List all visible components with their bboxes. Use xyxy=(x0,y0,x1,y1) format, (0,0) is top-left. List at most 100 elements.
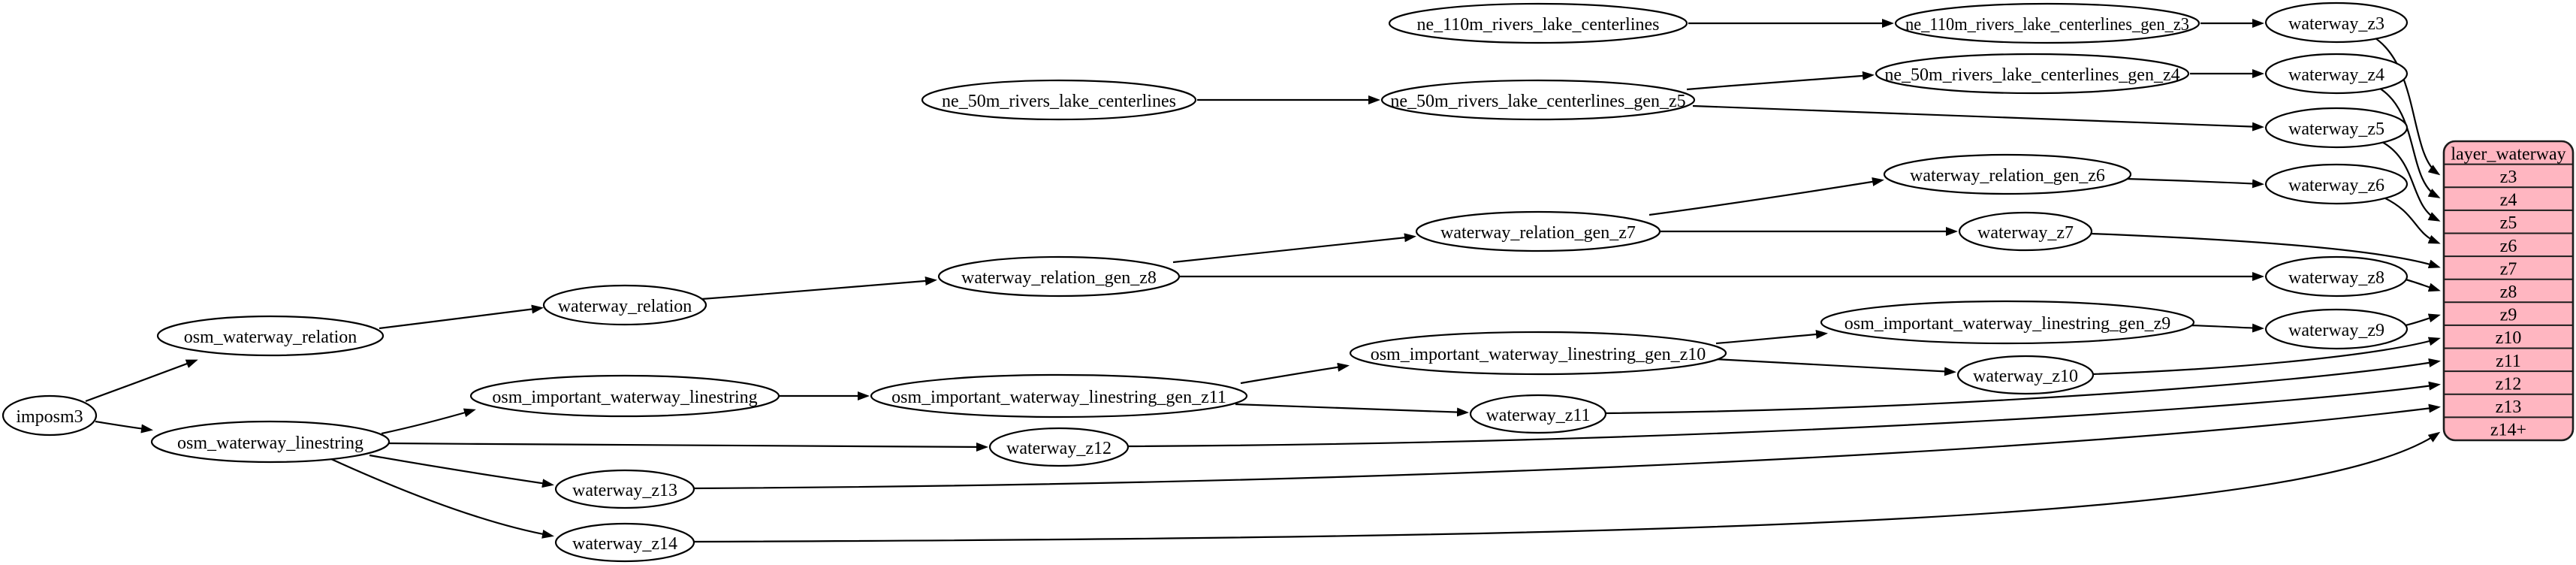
node-ellipse-waterway_z5 xyxy=(2264,107,2409,149)
edge-waterway_z14-to-layer_waterway-z14+ xyxy=(692,431,2441,543)
node-ellipse-osm_waterway_relation xyxy=(156,315,385,357)
node-ne_50m_rivers_lake_centerlines: ne_50m_rivers_lake_centerlines xyxy=(921,79,1197,121)
node-label-ne_110m_rivers_lake_centerlines_gen_z3: ne_110m_rivers_lake_centerlines_gen_z3 xyxy=(1905,15,2189,35)
table-row-z10: z10 xyxy=(2496,328,2522,348)
node-waterway_z5: waterway_z5 xyxy=(2264,107,2409,149)
node-label-waterway_z6: waterway_z6 xyxy=(2288,176,2384,195)
layer-waterway-table: layer_waterwayz3z4z5z6z7z8z9z10z11z12z13… xyxy=(2442,140,2574,442)
node-ellipse-waterway_z12 xyxy=(988,427,1130,467)
edge-waterway_relation_gen_z7-to-waterway_relation_gen_z6 xyxy=(1648,177,1884,216)
node-ellipse-waterway_z10 xyxy=(1956,355,2095,395)
edge-osm_waterway_relation-to-waterway_relation xyxy=(379,304,544,330)
node-label-osm_important_waterway_linestring_gen_z9: osm_important_waterway_linestring_gen_z9 xyxy=(1845,314,2171,334)
node-ellipse-ne_110m_rivers_lake_centerlines_gen_z3 xyxy=(1894,2,2200,44)
node-waterway_z9: waterway_z9 xyxy=(2264,308,2409,350)
edge-imposm3-to-osm_waterway_relation xyxy=(85,359,198,403)
node-ellipse-waterway_relation_gen_z8 xyxy=(937,255,1181,298)
node-waterway_z4: waterway_z4 xyxy=(2264,53,2409,95)
node-waterway_z14: waterway_z14 xyxy=(554,522,695,563)
node-label-ne_50m_rivers_lake_centerlines_gen_z5: ne_50m_rivers_lake_centerlines_gen_z5 xyxy=(1390,92,1685,111)
edge-waterway_z3-to-layer_waterway-z3 xyxy=(2372,36,2441,176)
edge-osm_important_waterway_linestring_gen_z11-to-osm_important_waterway_linestring_gen_z10 xyxy=(1240,362,1350,385)
edge-osm_important_waterway_linestring_gen_z10-to-waterway_z10 xyxy=(1714,358,1956,376)
node-waterway_z10: waterway_z10 xyxy=(1956,355,2095,395)
edge-waterway_z4-to-layer_waterway-z4 xyxy=(2377,86,2441,198)
node-ellipse-waterway_relation xyxy=(542,284,707,326)
edge-waterway_relation-to-waterway_relation_gen_z8 xyxy=(701,276,937,301)
table-row-z9: z9 xyxy=(2500,306,2517,325)
node-ellipse-ne_50m_rivers_lake_centerlines_gen_z5 xyxy=(1380,79,1696,121)
edge-waterway_relation_gen_z6-to-waterway_z6 xyxy=(2125,177,2264,189)
node-osm_waterway_relation: osm_waterway_relation xyxy=(156,315,385,357)
node-label-waterway_z13: waterway_z13 xyxy=(572,481,677,500)
node-ellipse-waterway_z9 xyxy=(2264,308,2409,350)
table-row-z8: z8 xyxy=(2500,282,2517,302)
table-row-z12: z12 xyxy=(2496,374,2522,394)
edge-osm_important_waterway_linestring_gen_z10-to-osm_important_waterway_linestring_gen_z9 xyxy=(1715,330,1828,345)
node-label-waterway_z5: waterway_z5 xyxy=(2288,119,2384,139)
node-waterway_z8: waterway_z8 xyxy=(2264,255,2409,298)
node-waterway_z6: waterway_z6 xyxy=(2264,163,2409,205)
node-label-waterway_z7: waterway_z7 xyxy=(1977,223,2074,243)
node-osm_important_waterway_linestring_gen_z11: osm_important_waterway_linestring_gen_z1… xyxy=(870,373,1248,418)
node-waterway_relation_gen_z6: waterway_relation_gen_z6 xyxy=(1883,153,2132,195)
table-title: layer_waterway xyxy=(2451,144,2565,164)
edge-waterway_z7-to-layer_waterway-z7 xyxy=(2091,232,2441,269)
node-osm_important_waterway_linestring_gen_z10: osm_important_waterway_linestring_gen_z1… xyxy=(1349,331,1727,376)
node-ne_110m_rivers_lake_centerlines_gen_z3: ne_110m_rivers_lake_centerlines_gen_z3 xyxy=(1894,2,2200,44)
node-label-ne_110m_rivers_lake_centerlines: ne_110m_rivers_lake_centerlines xyxy=(1417,15,1660,35)
node-label-osm_important_waterway_linestring: osm_important_waterway_linestring xyxy=(492,388,757,407)
node-ellipse-waterway_z3 xyxy=(2264,2,2409,44)
table-row-z11: z11 xyxy=(2496,352,2521,371)
edge-osm_waterway_linestring-to-waterway_z14 xyxy=(330,458,554,539)
node-label-waterway_z8: waterway_z8 xyxy=(2288,268,2384,288)
node-label-osm_waterway_linestring: osm_waterway_linestring xyxy=(177,434,363,453)
table-row-z4: z4 xyxy=(2500,191,2517,210)
edge-waterway_z5-to-layer_waterway-z5 xyxy=(2380,140,2441,222)
node-osm_waterway_linestring: osm_waterway_linestring xyxy=(150,420,391,464)
node-waterway_relation: waterway_relation xyxy=(542,284,707,326)
node-ellipse-waterway_z4 xyxy=(2264,53,2409,95)
node-label-waterway_z10: waterway_z10 xyxy=(1973,367,2078,386)
edges-layer xyxy=(85,19,2441,543)
node-waterway_z3: waterway_z3 xyxy=(2264,2,2409,44)
edge-osm_waterway_linestring-to-osm_important_waterway_linestring xyxy=(381,408,476,435)
node-label-waterway_relation_gen_z6: waterway_relation_gen_z6 xyxy=(1910,166,2105,186)
node-ellipse-waterway_z8 xyxy=(2264,255,2409,298)
node-ellipse-waterway_z7 xyxy=(1958,211,2093,252)
edge-imposm3-to-osm_waterway_linestring xyxy=(95,420,153,434)
node-ellipse-osm_important_waterway_linestring_gen_z9 xyxy=(1820,300,2195,345)
node-label-osm_waterway_relation: osm_waterway_relation xyxy=(184,328,357,347)
node-osm_important_waterway_linestring_gen_z9: osm_important_waterway_linestring_gen_z9 xyxy=(1820,300,2195,345)
table-row-z3: z3 xyxy=(2500,168,2517,187)
node-label-ne_50m_rivers_lake_centerlines_gen_z4: ne_50m_rivers_lake_centerlines_gen_z4 xyxy=(1884,65,2179,85)
node-ellipse-waterway_relation_gen_z7 xyxy=(1415,210,1661,252)
node-ellipse-ne_110m_rivers_lake_centerlines xyxy=(1388,2,1688,44)
node-label-waterway_z9: waterway_z9 xyxy=(2288,321,2384,340)
table-row-z7: z7 xyxy=(2500,259,2517,279)
table-row-z14+: z14+ xyxy=(2490,421,2526,440)
edge-osm_important_waterway_linestring_gen_z9-to-waterway_z9 xyxy=(2188,323,2264,333)
edge-osm_waterway_linestring-to-waterway_z13 xyxy=(369,454,554,488)
node-label-waterway_z12: waterway_z12 xyxy=(1006,439,1112,458)
node-waterway_relation_gen_z7: waterway_relation_gen_z7 xyxy=(1415,210,1661,252)
node-label-waterway_relation_gen_z8: waterway_relation_gen_z8 xyxy=(961,268,1157,288)
node-ellipse-osm_important_waterway_linestring_gen_z10 xyxy=(1349,331,1727,376)
node-waterway_z13: waterway_z13 xyxy=(554,469,695,509)
edge-ne_50m_rivers_lake_centerlines_gen_z5-to-waterway_z5 xyxy=(1692,104,2264,131)
edge-waterway_z9-to-layer_waterway-z9 xyxy=(2405,313,2441,327)
node-ellipse-ne_50m_rivers_lake_centerlines xyxy=(921,79,1197,121)
table-row-z6: z6 xyxy=(2500,237,2517,256)
node-label-imposm3: imposm3 xyxy=(16,407,83,427)
edge-osm_important_waterway_linestring_gen_z11-to-waterway_z11 xyxy=(1235,403,1469,417)
table-row-z13: z13 xyxy=(2496,397,2522,417)
node-ellipse-waterway_z14 xyxy=(554,522,695,563)
node-ellipse-imposm3 xyxy=(2,394,98,437)
node-osm_important_waterway_linestring: osm_important_waterway_linestring xyxy=(469,374,780,418)
edge-waterway_z12-to-layer_waterway-z12 xyxy=(1126,381,2441,448)
node-label-waterway_z11: waterway_z11 xyxy=(1486,406,1590,425)
node-ellipse-osm_important_waterway_linestring_gen_z11 xyxy=(870,373,1248,418)
node-label-waterway_relation_gen_z7: waterway_relation_gen_z7 xyxy=(1440,223,1636,243)
node-label-osm_important_waterway_linestring_gen_z11: osm_important_waterway_linestring_gen_z1… xyxy=(891,388,1226,407)
